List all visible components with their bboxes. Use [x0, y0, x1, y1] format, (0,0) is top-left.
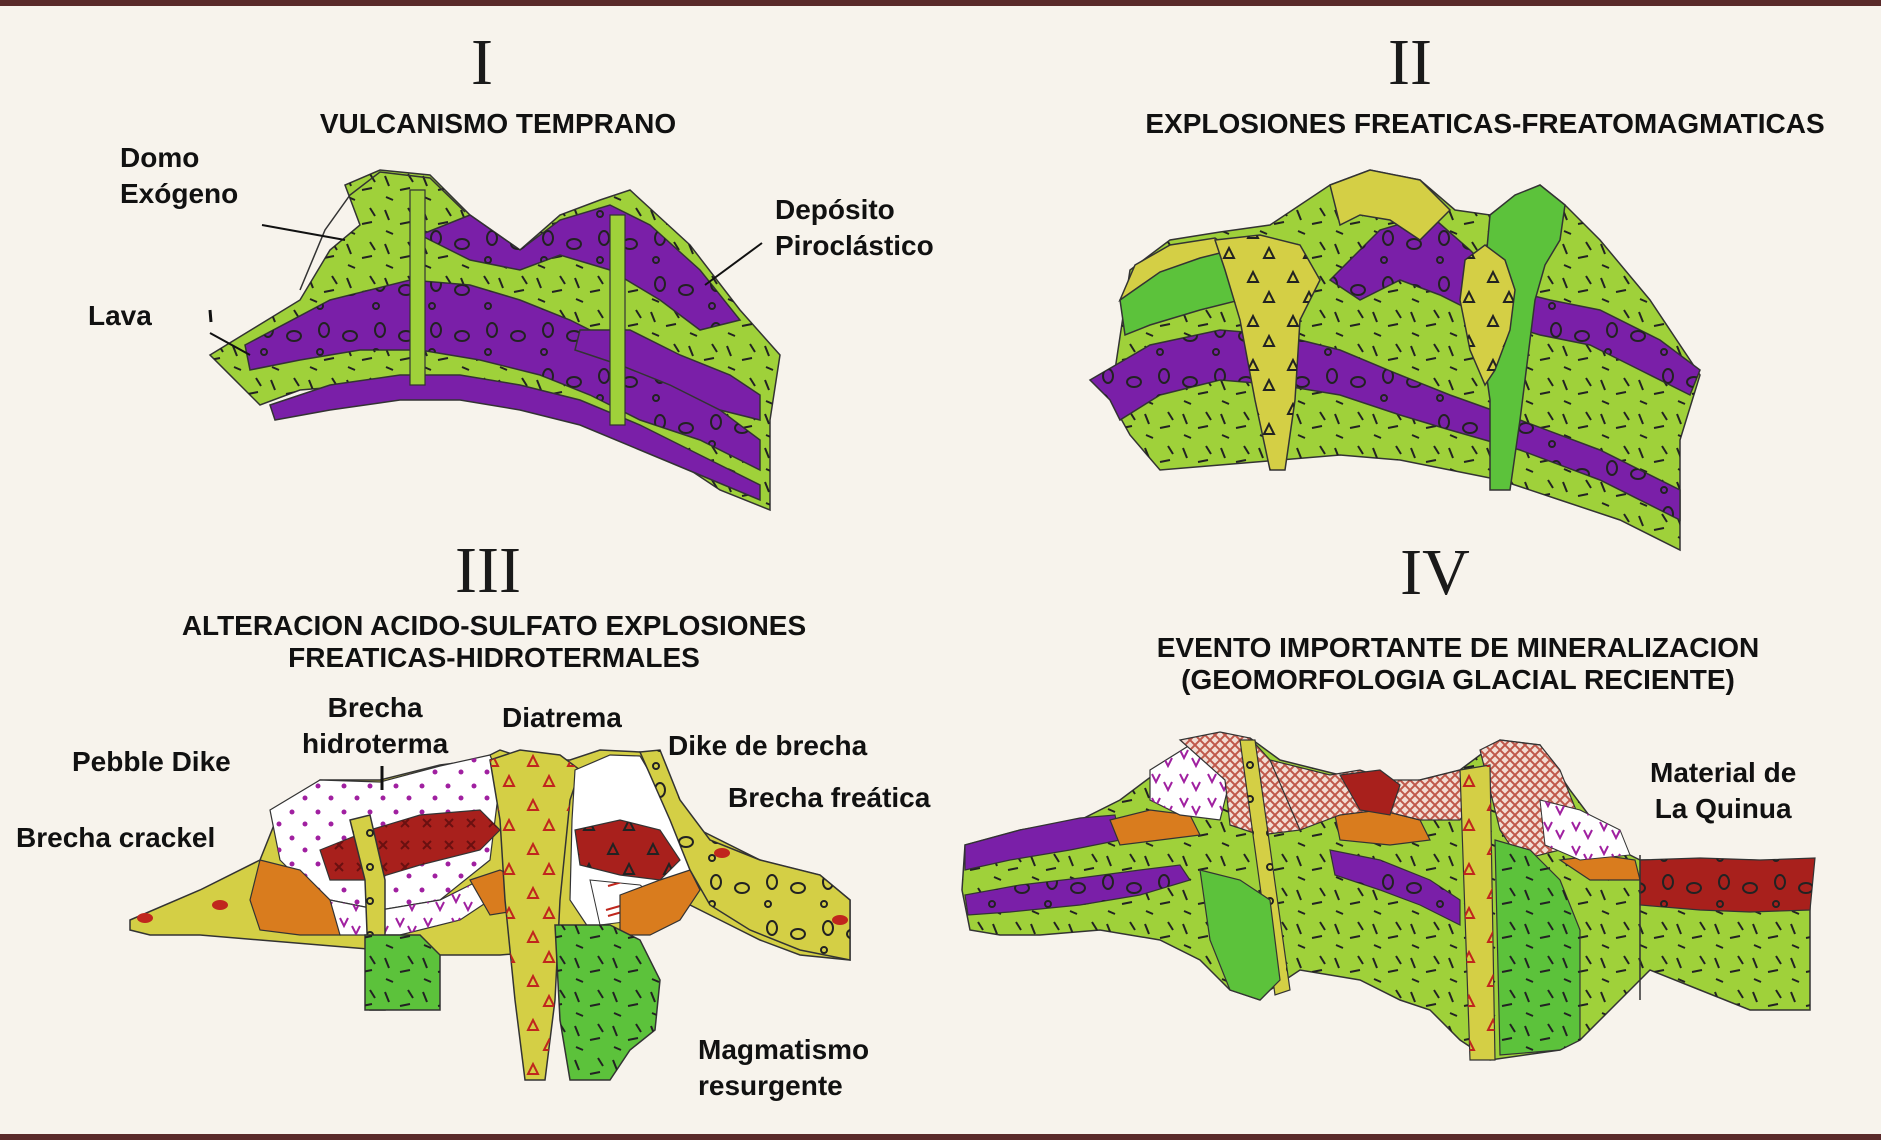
- label-lava: Lava: [88, 298, 152, 334]
- panel-1-diagram: [210, 170, 780, 510]
- p1-tick-lava: [210, 310, 211, 322]
- label-brecha-hidro-line1: Brecha: [302, 690, 448, 726]
- p4-quinua-red-texture: [1640, 858, 1815, 912]
- p3-red-clast-4: [832, 915, 848, 925]
- p3-red-clast-3: [714, 848, 730, 858]
- panel-4-title-line2: (GEOMORFOLOGIA GLACIAL RECIENTE): [1157, 664, 1760, 696]
- panel-3-numeral: III: [455, 538, 521, 604]
- p1-dike-2: [610, 215, 625, 425]
- label-brecha-hidro-line2: hidroterma: [302, 726, 448, 762]
- label-domo-exogeno: Domo Exógeno: [120, 140, 238, 213]
- panel-4-numeral: IV: [1400, 540, 1470, 606]
- label-brecha-hidroterma: Brecha hidroterma: [302, 690, 448, 763]
- label-material-line1: Material de: [1650, 755, 1796, 791]
- p1-leader-deposito: [705, 243, 762, 285]
- panel-3-title: ALTERACION ACIDO-SULFATO EXPLOSIONES FRE…: [182, 610, 806, 674]
- label-dike-de-brecha: Dike de brecha: [668, 728, 867, 764]
- panel-3-title-line1: ALTERACION ACIDO-SULFATO EXPLOSIONES: [182, 610, 806, 642]
- p3-red-clast-1: [137, 913, 153, 923]
- label-material-line2: La Quinua: [1650, 791, 1796, 827]
- p1-leader-domo: [262, 225, 345, 240]
- panel-4-title: EVENTO IMPORTANTE DE MINERALIZACION (GEO…: [1157, 632, 1760, 696]
- label-deposito-piroclastico: Depósito Piroclástico: [775, 192, 934, 265]
- label-magmatismo-line1: Magmatismo: [698, 1032, 869, 1068]
- panel-2-numeral: II: [1388, 30, 1432, 96]
- panel-4-title-line1: EVENTO IMPORTANTE DE MINERALIZACION: [1157, 632, 1760, 664]
- p3-red-clast-2: [212, 900, 228, 910]
- panel-2-diagram: [1090, 170, 1700, 550]
- panel-1-numeral: I: [471, 30, 493, 96]
- label-domo-line2: Exógeno: [120, 176, 238, 212]
- p3-green-stock-left-texture: [365, 935, 440, 1010]
- label-brecha-crackel: Brecha crackel: [16, 820, 215, 856]
- label-pebble-dike: Pebble Dike: [72, 744, 231, 780]
- panel-3-title-line2: FREATICAS-HIDROTERMALES: [182, 642, 806, 674]
- p1-dike-1: [410, 190, 425, 385]
- label-diatrema: Diatrema: [502, 700, 622, 736]
- panel-2-title: EXPLOSIONES FREATICAS-FREATOMAGMATICAS: [1145, 108, 1824, 140]
- label-magmatismo-line2: resurgente: [698, 1068, 869, 1104]
- label-domo-line1: Domo: [120, 140, 238, 176]
- label-material-la-quinua: Material de La Quinua: [1650, 755, 1796, 828]
- label-deposito-line1: Depósito: [775, 192, 934, 228]
- label-magmatismo-resurgente: Magmatismo resurgente: [698, 1032, 869, 1105]
- label-brecha-freatica: Brecha freática: [728, 780, 930, 816]
- panel-1-title: VULCANISMO TEMPRANO: [320, 108, 676, 140]
- label-deposito-line2: Piroclástico: [775, 228, 934, 264]
